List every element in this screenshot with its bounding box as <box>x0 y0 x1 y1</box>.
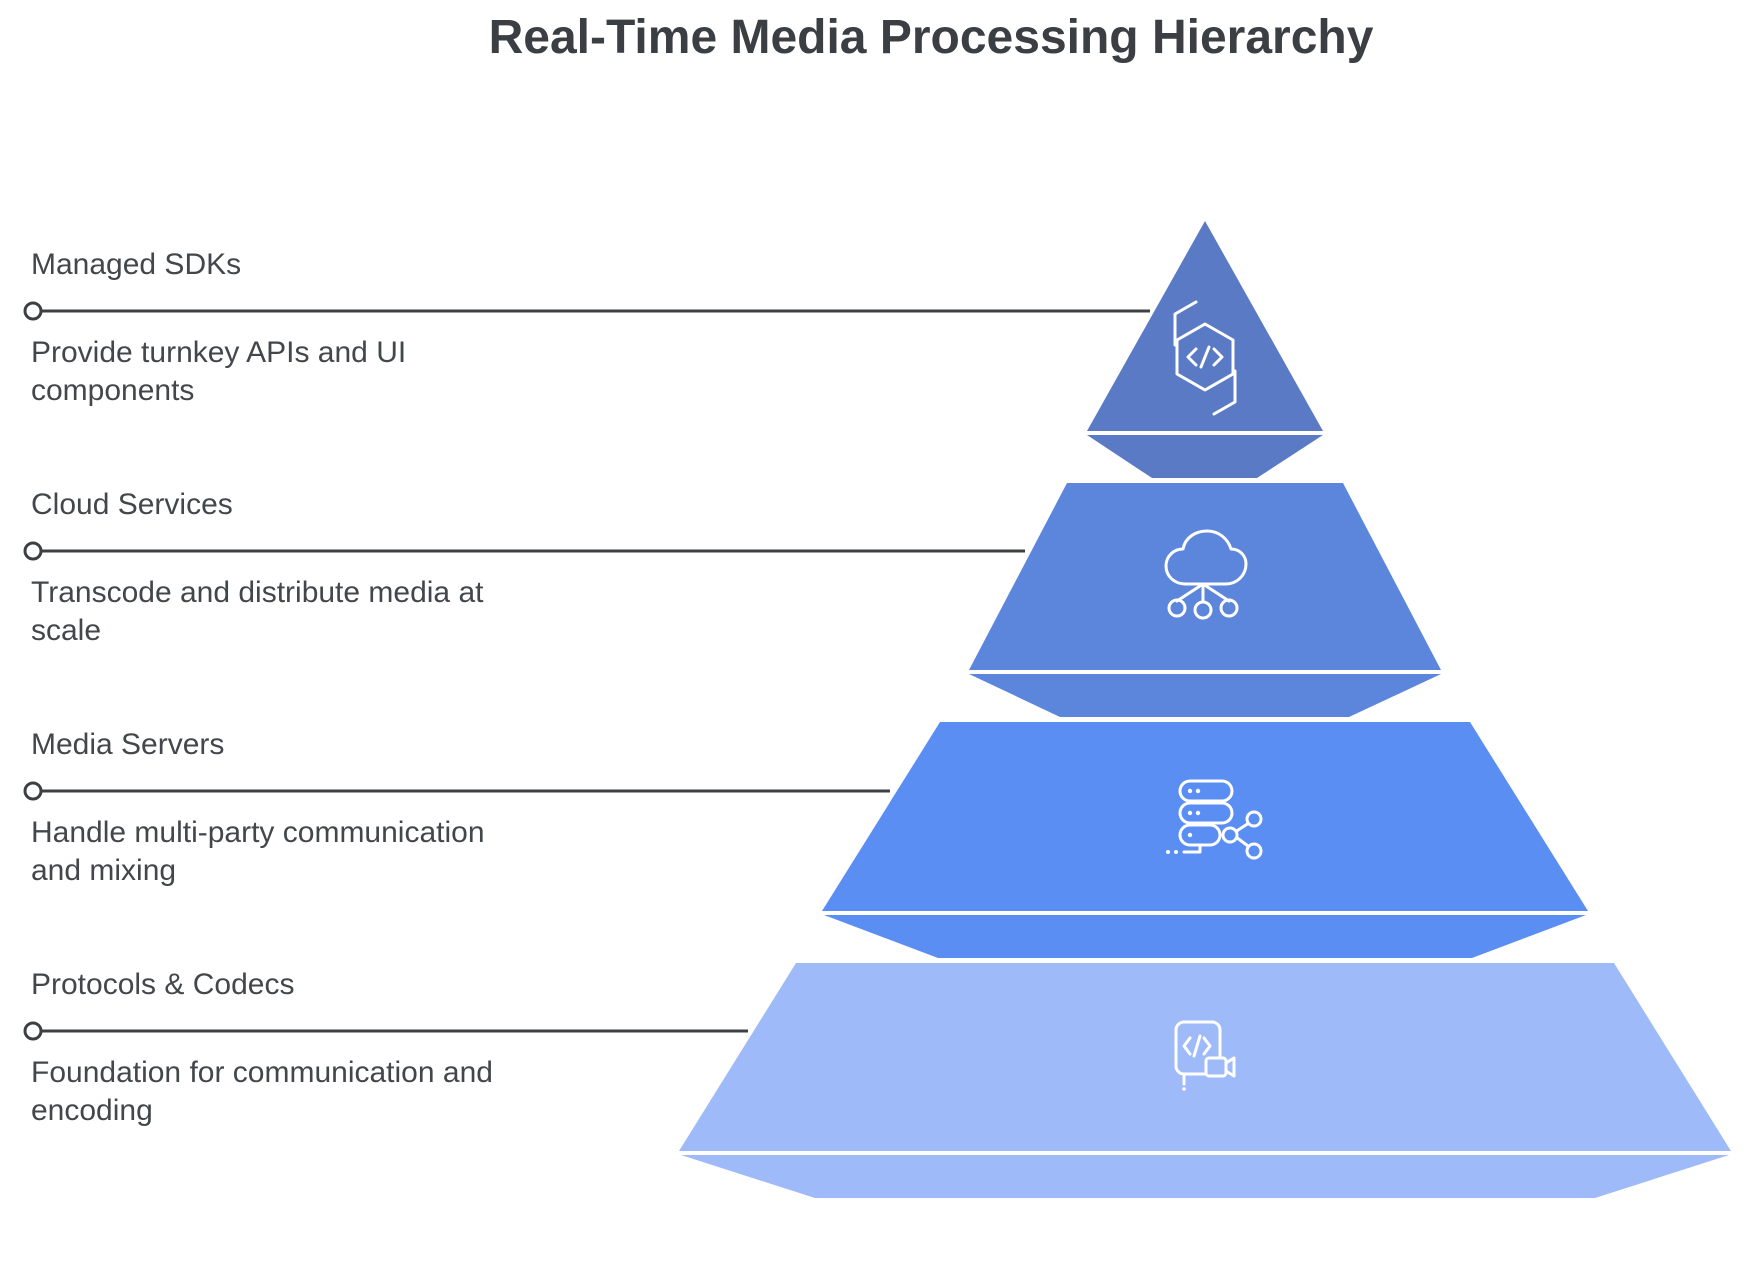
level-label-cloud-services: Cloud Services Transcode and distribute … <box>31 487 551 647</box>
connector-lines <box>23 301 1150 1041</box>
connector-dot-managed-sdks <box>23 301 43 321</box>
tier-base-shape <box>681 1155 1729 1198</box>
connector-dot-protocols-codecs <box>23 1021 43 1041</box>
connector-dot-cloud-services <box>23 541 43 561</box>
level-heading: Managed SDKs <box>31 248 242 281</box>
code-video-icon <box>1174 1020 1236 1091</box>
server-share-icon <box>1166 779 1263 860</box>
page-title: Real-Time Media Processing Hierarchy <box>488 11 1374 64</box>
tier-shape <box>1087 221 1323 431</box>
level-description: Handle multi-party communication and mix… <box>31 816 485 887</box>
tier-shape <box>822 722 1588 911</box>
tier-shape <box>679 963 1731 1151</box>
level-heading: Protocols & Codecs <box>31 968 295 1001</box>
level-heading: Media Servers <box>31 728 225 761</box>
tier-shape <box>969 483 1441 670</box>
tier-base-shape <box>1087 435 1323 478</box>
code-hexagon-icon <box>1173 300 1237 416</box>
cloud-distribution-icon <box>1164 529 1248 620</box>
pyramid-tier-managed-sdks <box>1087 221 1323 478</box>
tier-base-shape <box>824 915 1586 958</box>
level-label-managed-sdks: Managed SDKs Provide turnkey APIs and UI… <box>31 247 551 407</box>
tier-base-shape <box>969 674 1441 717</box>
level-description: Provide turnkey APIs and UI components <box>31 336 407 407</box>
pyramid-tier-media-servers <box>822 722 1588 958</box>
level-label-protocols-codecs: Protocols & Codecs Foundation for commun… <box>31 967 551 1127</box>
connector-dot-media-servers <box>23 781 43 801</box>
level-heading: Cloud Services <box>31 488 233 521</box>
level-description: Transcode and distribute media at scale <box>31 576 484 647</box>
level-label-media-servers: Media Servers Handle multi-party communi… <box>31 727 551 887</box>
level-description: Foundation for communication and encodin… <box>31 1056 493 1127</box>
pyramid-tier-cloud-services <box>969 483 1441 717</box>
pyramid-tier-protocols-codecs <box>679 963 1731 1198</box>
